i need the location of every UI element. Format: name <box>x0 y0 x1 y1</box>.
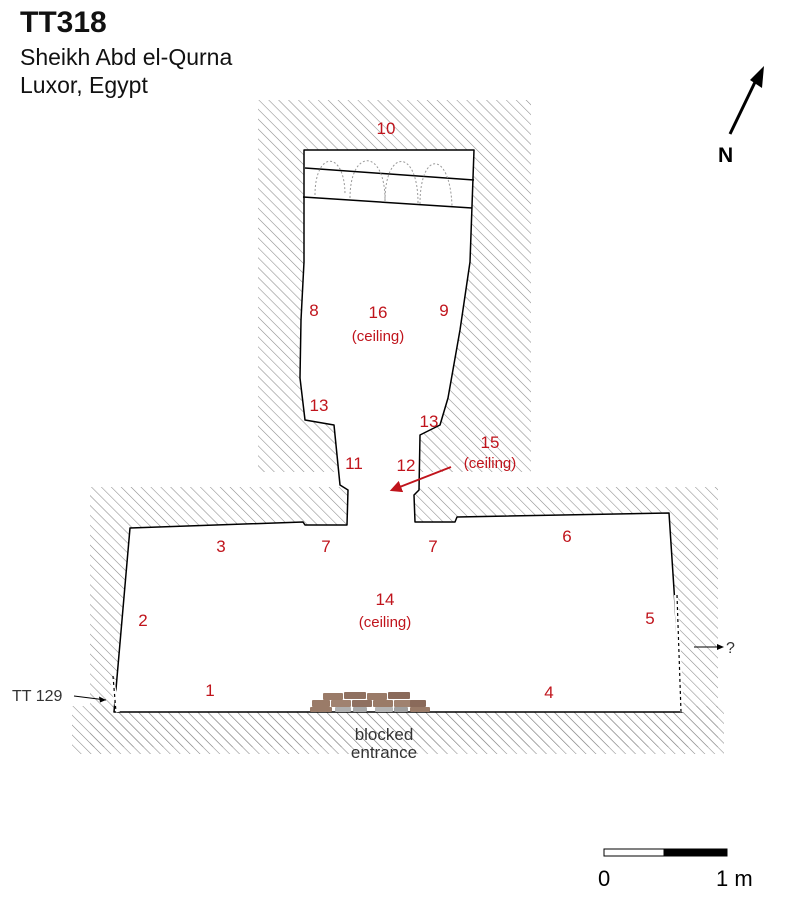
ceiling-14-label: (ceiling) <box>359 614 412 631</box>
north-arrow: N <box>718 66 764 167</box>
wall-1-label: 1 <box>205 681 214 700</box>
entrance-label-line1: blocked <box>355 725 414 744</box>
wall-6-label: 6 <box>562 527 571 546</box>
back-niche <box>302 160 475 209</box>
wall-2-label: 2 <box>138 611 147 630</box>
wall-8-label: 8 <box>309 301 318 320</box>
site-name: Sheikh Abd el-Qurna <box>20 44 233 70</box>
wall-10-label: 10 <box>377 119 396 138</box>
wall-9-label: 9 <box>439 301 448 320</box>
ceiling-14-number: 14 <box>376 590 395 609</box>
scale-bar: 0 1 m <box>598 848 753 891</box>
tomb-title: TT318 <box>20 6 107 39</box>
entrance-stones <box>310 692 430 712</box>
ceiling-16-number: 16 <box>369 303 388 322</box>
unknown-passage-label: ? <box>726 640 735 657</box>
entrance-label-line2: entrance <box>351 743 417 762</box>
ceiling-15-number: 15 <box>481 433 500 452</box>
north-label: N <box>718 144 733 167</box>
ceiling-16-label: (ceiling) <box>352 328 405 345</box>
wall-7-right-label: 7 <box>428 537 437 556</box>
wall-12-arrow <box>389 466 452 493</box>
scale-end-label: 1 m <box>716 866 753 891</box>
wall-3-label: 3 <box>216 537 225 556</box>
wall-13-right-label: 13 <box>420 412 439 431</box>
wall-12-label: 12 <box>397 456 416 475</box>
location-name: Luxor, Egypt <box>20 72 148 98</box>
wall-5-label: 5 <box>645 609 654 628</box>
wall-11-label: 11 <box>345 454 363 473</box>
ceiling-15-label: (ceiling) <box>464 455 517 472</box>
wall-7-left-label: 7 <box>321 537 330 556</box>
neighbor-tomb-label: TT 129 <box>12 688 63 705</box>
scale-start-label: 0 <box>598 866 610 891</box>
wall-4-label: 4 <box>544 683 553 702</box>
wall-13-left-label: 13 <box>310 396 329 415</box>
